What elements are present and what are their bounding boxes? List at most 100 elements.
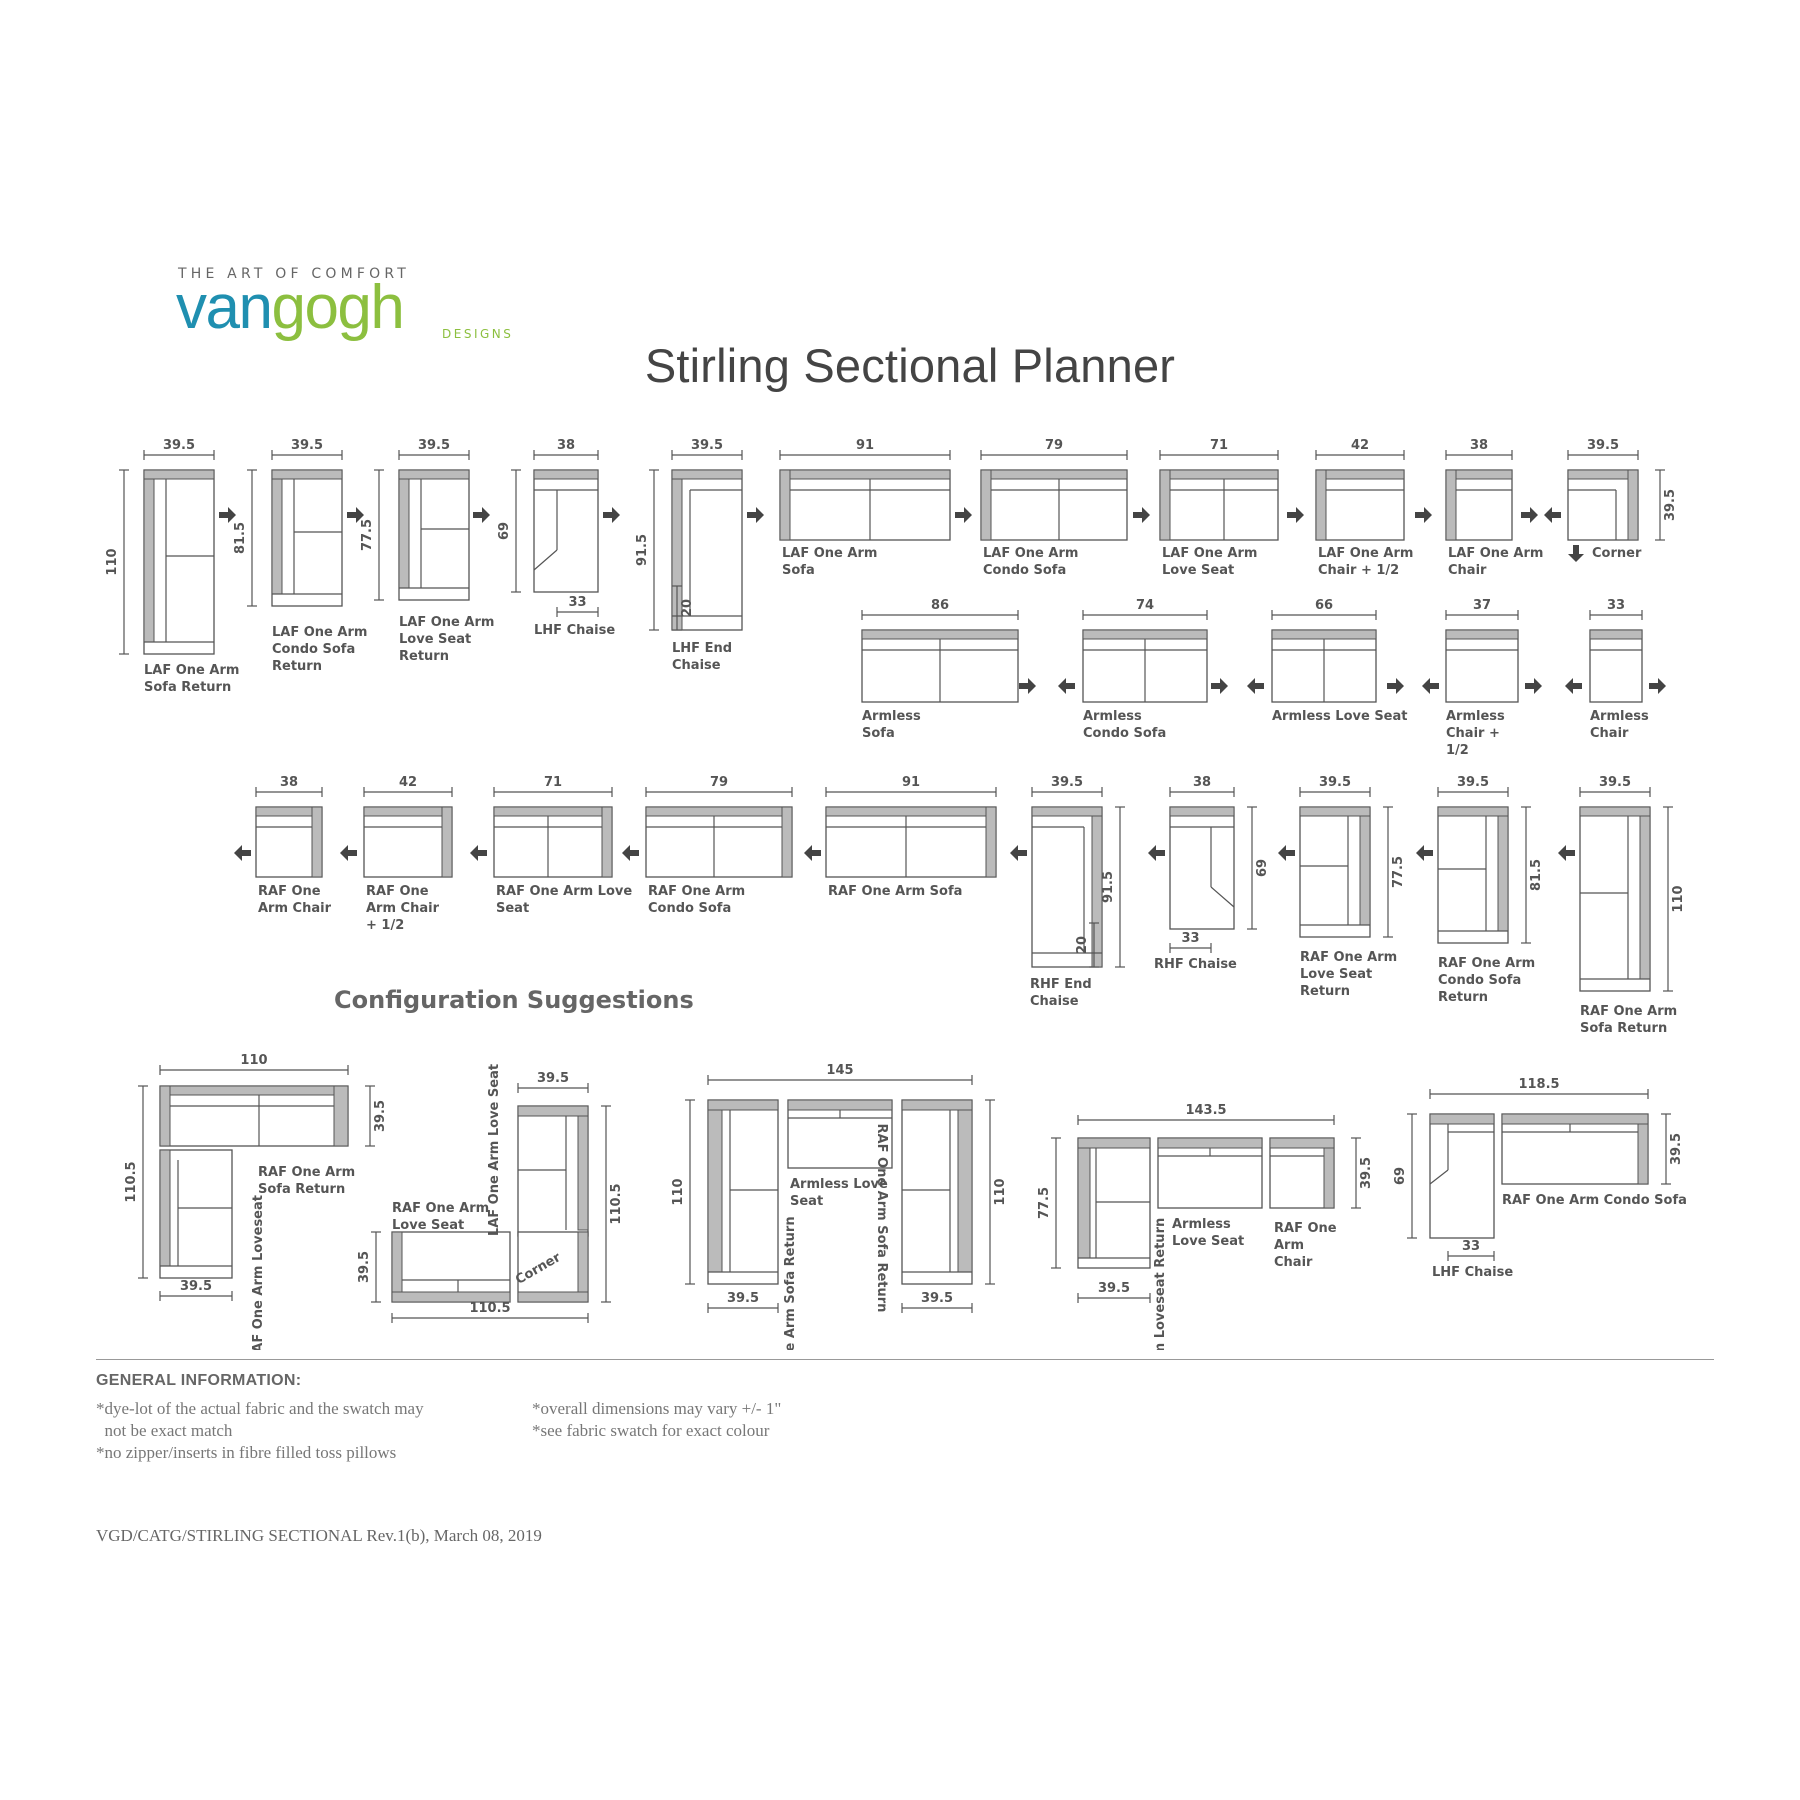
label-line: Chair — [1448, 563, 1487, 578]
label-line: Condo Sofa — [1438, 973, 1521, 988]
label-line: Condo Sofa — [983, 563, 1066, 578]
label-line: Condo Sofa — [272, 642, 355, 657]
depth-label: 39.5 — [1359, 1157, 1374, 1189]
outline — [645, 806, 793, 878]
width-label: 38 — [1193, 775, 1211, 790]
label-line: LAF One Arm — [144, 663, 239, 678]
piece-label: LHF Chaise — [534, 623, 615, 638]
arm-shading — [1159, 469, 1279, 480]
arm-shading — [825, 806, 997, 817]
width-label: 39.5 — [1599, 775, 1631, 790]
label-line: 1/2 — [1446, 743, 1469, 758]
arrow — [1247, 678, 1264, 694]
arm-shading — [645, 806, 793, 817]
label-line: Sofa Return — [258, 1182, 345, 1197]
outline — [1445, 629, 1519, 703]
outline — [533, 469, 599, 593]
piece-lhf-end-chaise — [671, 469, 743, 631]
width-label: 38 — [557, 438, 575, 453]
arm-shading — [159, 1085, 349, 1096]
piece-raf-one-arm-chair — [255, 806, 323, 878]
inner-width: 33 — [568, 595, 586, 610]
arrow — [1058, 678, 1075, 694]
label-line: LHF Chaise — [1432, 1265, 1513, 1280]
outline — [1299, 806, 1371, 938]
config-label: LAF One Arm Love Seat — [487, 1064, 502, 1236]
inner-depth: 20 — [1075, 936, 1090, 954]
config-title: Configuration Suggestions — [334, 986, 694, 1014]
width-label: 91 — [856, 438, 874, 453]
arm-shading — [1589, 629, 1643, 640]
width-label: 39.5 — [1098, 1281, 1130, 1296]
piece-lhf-chaise — [533, 469, 599, 593]
outline — [159, 1085, 349, 1147]
arm-shading — [1082, 629, 1208, 640]
outline — [1589, 629, 1643, 703]
width-label: 37 — [1473, 598, 1491, 613]
piece-raf-one-arm-love-seat-return — [1299, 806, 1371, 938]
label-line: Arm Chair — [258, 901, 332, 916]
arm-shading — [861, 629, 1019, 640]
width-label: 66 — [1315, 598, 1333, 613]
piece-corner — [1567, 469, 1639, 541]
piece-raf-one-arm-condo-sofa — [645, 806, 793, 878]
page-title: Stirling Sectional Planner — [644, 339, 1176, 392]
arrow — [1278, 845, 1295, 861]
arm-shading — [391, 1291, 511, 1303]
inner-width: 33 — [1181, 931, 1199, 946]
arm-shading — [398, 469, 470, 480]
piece-laf-one-arm-love-seat — [1159, 469, 1279, 541]
label-line: Love Seat — [392, 1218, 464, 1233]
piece-label: Corner — [1592, 546, 1642, 561]
label-line: Love Seat — [1172, 1234, 1244, 1249]
arrow — [473, 507, 490, 523]
config3-raf-return — [901, 1099, 973, 1285]
piece-label: RAF One Arm Sofa — [828, 884, 962, 899]
depth-label: 91.5 — [635, 534, 650, 566]
width-label: 110 — [240, 1053, 267, 1068]
arm-shading — [980, 469, 992, 541]
arrow — [1649, 678, 1666, 694]
vangogh-logo: THE ART OF COMFORT vangogh DESIGNS — [176, 266, 511, 342]
arm-shading — [311, 806, 323, 878]
arm-shading — [1271, 629, 1377, 640]
arm-shading — [1077, 1137, 1151, 1149]
label-line: LAF One Arm — [399, 615, 494, 630]
piece-armless-condo-sofa — [1082, 629, 1208, 703]
outline — [255, 806, 323, 878]
width-label: 33 — [1462, 1239, 1480, 1254]
config-label: LHF Chaise — [1432, 1265, 1513, 1280]
arrow — [1010, 845, 1027, 861]
arm-shading — [1157, 1137, 1263, 1149]
outline — [143, 469, 215, 655]
arm-shading — [1627, 469, 1639, 541]
piece-laf-one-arm-chair-1-2 — [1315, 469, 1405, 541]
general-info-title: GENERAL INFORMATION: — [96, 1372, 302, 1389]
arm-shading — [143, 469, 155, 643]
arm-shading — [517, 1105, 589, 1117]
width-label: 91 — [902, 775, 920, 790]
depth-label: 69 — [1255, 859, 1270, 877]
config4-armless — [1157, 1137, 1263, 1209]
arrow — [1521, 507, 1538, 523]
label-line: Chair — [1590, 726, 1629, 741]
label-line: Arm — [1274, 1238, 1304, 1253]
width-label: 39.5 — [727, 1291, 759, 1306]
depth-label: 39.5 — [1669, 1133, 1684, 1165]
arrow — [1558, 845, 1575, 861]
label-line: LAF One Arm — [1448, 546, 1543, 561]
outline — [1159, 469, 1279, 541]
arm-shading — [1445, 629, 1519, 640]
width-label: 42 — [399, 775, 417, 790]
arm-shading — [1501, 1113, 1649, 1125]
